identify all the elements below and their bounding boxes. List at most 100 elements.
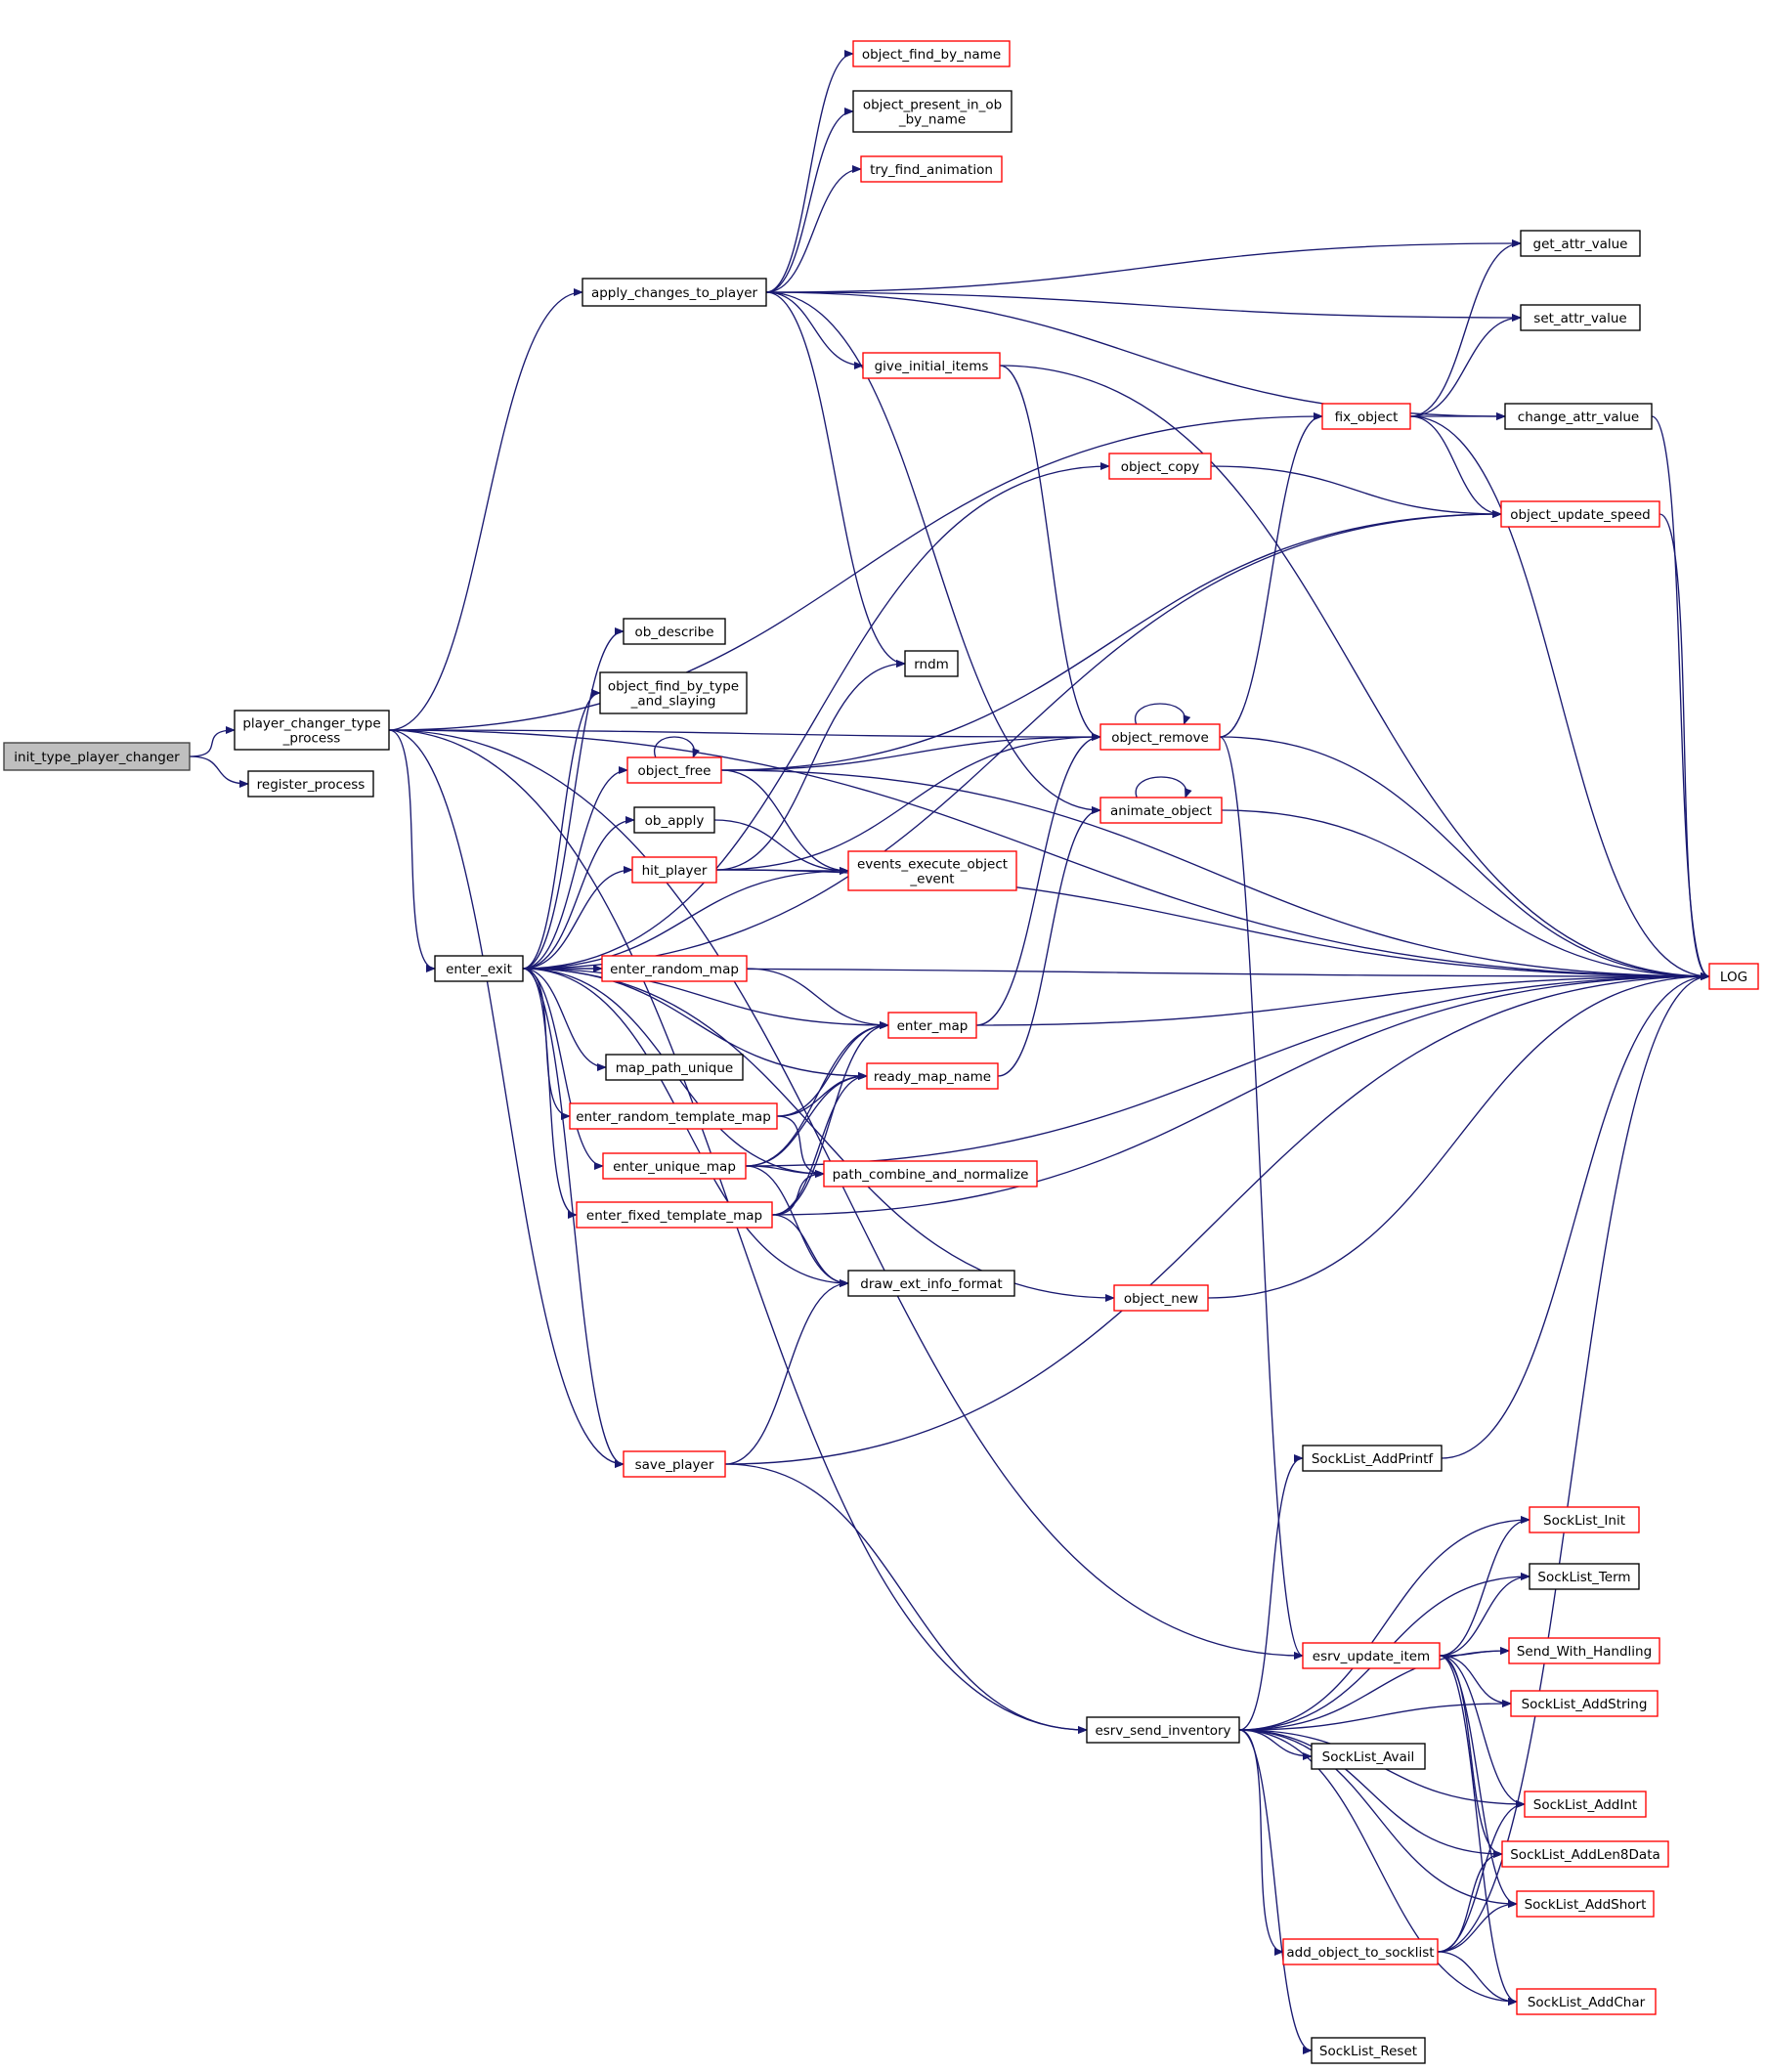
edge-path bbox=[999, 365, 1710, 980]
node-fix-object[interactable]: fix_object bbox=[1321, 403, 1411, 430]
node-enter-random-map[interactable]: enter_random_map bbox=[601, 955, 748, 982]
node-box bbox=[623, 1450, 726, 1478]
node-register-process[interactable]: register_process bbox=[247, 770, 374, 798]
node-socklist-reset[interactable]: SockList_Reset bbox=[1311, 2037, 1426, 2064]
node-animate-object[interactable]: animate_object bbox=[1099, 797, 1223, 824]
node-enter-unique-map[interactable]: enter_unique_map bbox=[602, 1152, 747, 1180]
edge-apply_changes_to_player-to-try_find_animation bbox=[765, 165, 862, 293]
node-send-with-handling[interactable]: Send_With_Handling bbox=[1508, 1637, 1660, 1664]
edge-player_changer_type_process-to-save_player bbox=[388, 729, 625, 1468]
edge-animate_object-to-animate_object bbox=[1135, 776, 1192, 799]
node-socklist-addprintf[interactable]: SockList_AddPrintf bbox=[1302, 1445, 1443, 1472]
node-try-find-animation[interactable]: try_find_animation bbox=[860, 155, 1003, 183]
edge-path bbox=[720, 733, 1101, 771]
edge-esrv_update_item-to-SockList_AddInt bbox=[1439, 1655, 1526, 1808]
node-give-initial-items[interactable]: give_initial_items bbox=[862, 352, 1001, 379]
node-enter-fixed-template-map[interactable]: enter_fixed_template_map bbox=[576, 1201, 773, 1229]
node-esrv-update-item[interactable]: esrv_update_item bbox=[1302, 1642, 1441, 1669]
node-box bbox=[1500, 500, 1660, 528]
edge-path bbox=[1219, 736, 1304, 1660]
edge-enter_exit-to-enter_map bbox=[522, 968, 889, 1029]
edge-path bbox=[1437, 972, 1710, 1953]
edge-path bbox=[189, 726, 236, 757]
node-socklist-addlen8data[interactable]: SockList_AddLen8Data bbox=[1501, 1840, 1669, 1868]
edge-object_copy-to-object_update_speed bbox=[1210, 465, 1502, 518]
edge-path bbox=[1219, 736, 1710, 980]
node-box bbox=[847, 850, 1017, 891]
node-enter-random-template-map[interactable]: enter_random_template_map bbox=[569, 1102, 778, 1130]
node-log[interactable]: LOG bbox=[1708, 963, 1759, 990]
node-object-find-by-type-and-slaying[interactable]: object_find_by_type_and_slaying bbox=[599, 671, 748, 714]
node-enter-exit[interactable]: enter_exit bbox=[434, 955, 524, 982]
node-object-find-by-name[interactable]: object_find_by_name bbox=[852, 40, 1011, 67]
node-map-path-unique[interactable]: map_path_unique bbox=[605, 1054, 744, 1081]
node-object-update-speed[interactable]: object_update_speed bbox=[1500, 500, 1660, 528]
edge-path bbox=[975, 972, 1710, 1026]
node-box bbox=[601, 955, 748, 982]
edge-enter_unique_map-to-ready_map_name bbox=[745, 1072, 868, 1167]
node-esrv-send-inventory[interactable]: esrv_send_inventory bbox=[1086, 1716, 1240, 1744]
edge-path bbox=[1238, 1516, 1530, 1731]
edge-path bbox=[388, 729, 625, 1468]
node-label: enter_unique_map bbox=[613, 1159, 736, 1175]
edge-player_changer_type_process-to-apply_changes_to_player bbox=[388, 288, 583, 731]
edge-path bbox=[724, 972, 1710, 1465]
node-path-combine-and-normalize[interactable]: path_combine_and_normalize bbox=[823, 1160, 1038, 1187]
edge-path bbox=[1439, 1655, 1503, 1858]
edge-path bbox=[522, 510, 1502, 970]
edge-path bbox=[522, 968, 604, 1170]
node-box bbox=[605, 1054, 744, 1081]
edge-path bbox=[745, 1072, 868, 1167]
edge-give_initial_items-to-object_remove bbox=[999, 365, 1101, 741]
node-box bbox=[1516, 1890, 1655, 1918]
node-label: animate_object bbox=[1110, 803, 1212, 819]
edge-give_initial_items-to-LOG bbox=[999, 365, 1710, 980]
node-hit-player[interactable]: hit_player bbox=[631, 856, 717, 884]
node-socklist-term[interactable]: SockList_Term bbox=[1529, 1563, 1640, 1590]
edge-add_object_to_socklist-to-SockList_AddShort bbox=[1437, 1900, 1518, 1953]
node-enter-map[interactable]: enter_map bbox=[887, 1012, 977, 1039]
node-change-attr-value[interactable]: change_attr_value bbox=[1504, 403, 1653, 430]
node-socklist-addchar[interactable]: SockList_AddChar bbox=[1516, 1988, 1657, 2015]
node-object-present-in-ob-by-name[interactable]: object_present_in_ob_by_name bbox=[852, 90, 1013, 133]
node-box bbox=[847, 1270, 1015, 1297]
node-ob-apply[interactable]: ob_apply bbox=[633, 806, 715, 834]
edge-path bbox=[388, 729, 1101, 741]
node-socklist-addstring[interactable]: SockList_AddString bbox=[1510, 1690, 1659, 1717]
node-socklist-avail[interactable]: SockList_Avail bbox=[1311, 1743, 1426, 1770]
node-label: SockList_AddString bbox=[1522, 1697, 1648, 1712]
node-box bbox=[860, 155, 1003, 183]
node-set-attr-value[interactable]: set_attr_value bbox=[1520, 304, 1641, 331]
node-rndm[interactable]: rndm bbox=[904, 650, 959, 677]
node-save-player[interactable]: save_player bbox=[623, 1450, 726, 1478]
node-ready-map-name[interactable]: ready_map_name bbox=[866, 1062, 999, 1090]
edge-enter_map-to-object_remove bbox=[975, 733, 1101, 1026]
node-draw-ext-info-format[interactable]: draw_ext_info_format bbox=[847, 1270, 1015, 1297]
edge-path bbox=[189, 755, 249, 788]
node-player-changer-type-process[interactable]: player_changer_type_process bbox=[234, 710, 390, 751]
node-label: object_new bbox=[1124, 1291, 1198, 1307]
node-init-type-player-changer[interactable]: init_type_player_changer bbox=[3, 742, 191, 771]
node-label: register_process bbox=[257, 777, 366, 793]
node-object-copy[interactable]: object_copy bbox=[1108, 453, 1212, 480]
node-box bbox=[582, 278, 767, 307]
node-ob-describe[interactable]: ob_describe bbox=[623, 618, 726, 645]
node-box bbox=[1508, 1637, 1660, 1664]
node-label: object_free bbox=[638, 763, 711, 779]
edge-apply_changes_to_player-to-object_present_in_ob_by_name bbox=[765, 108, 854, 293]
node-object-remove[interactable]: object_remove bbox=[1099, 723, 1221, 751]
node-object-free[interactable]: object_free bbox=[626, 756, 722, 784]
node-label: rndm bbox=[914, 657, 949, 672]
edge-path bbox=[724, 1279, 849, 1465]
edge-ready_map_name-to-animate_object bbox=[997, 806, 1101, 1077]
node-socklist-addshort[interactable]: SockList_AddShort bbox=[1516, 1890, 1655, 1918]
node-get-attr-value[interactable]: get_attr_value bbox=[1520, 230, 1641, 257]
node-apply-changes-to-player[interactable]: apply_changes_to_player bbox=[582, 278, 767, 307]
node-events-execute-object-event[interactable]: events_execute_object_event bbox=[847, 850, 1017, 891]
node-object-new[interactable]: object_new bbox=[1113, 1284, 1209, 1312]
node-add-object-to-socklist[interactable]: add_object_to_socklist bbox=[1282, 1938, 1439, 1965]
node-socklist-init[interactable]: SockList_Init bbox=[1529, 1506, 1640, 1533]
edge-path bbox=[1238, 1454, 1304, 1731]
edge-path bbox=[1135, 776, 1192, 799]
node-socklist-addint[interactable]: SockList_AddInt bbox=[1524, 1791, 1647, 1818]
